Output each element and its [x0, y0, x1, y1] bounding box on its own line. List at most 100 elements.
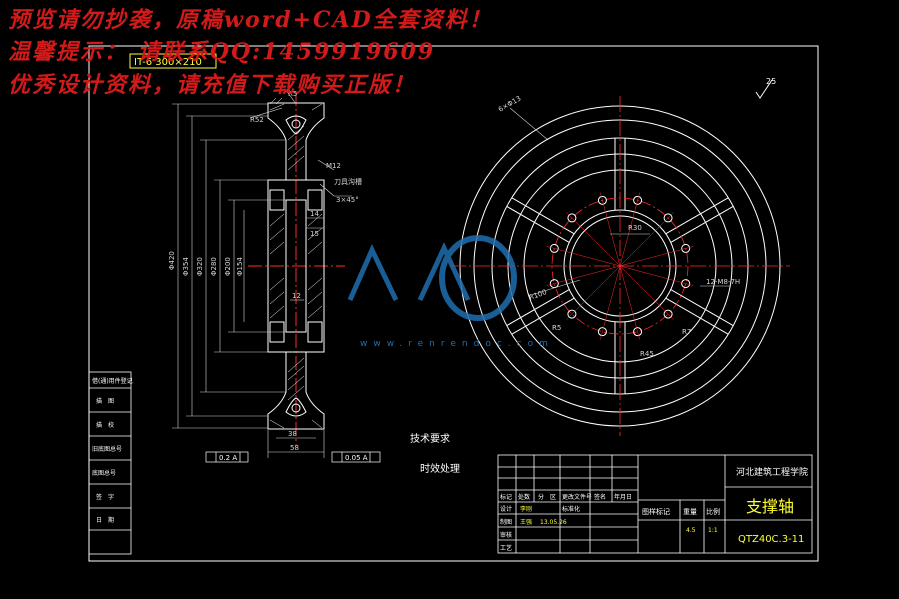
tb-hdr-1: 处数: [518, 493, 530, 501]
tb-school: 河北建筑工程学院: [736, 466, 808, 478]
logo-watermark: [347, 235, 517, 321]
dim-d354: Φ354: [182, 257, 190, 276]
tb-standardization: 标准化: [562, 505, 580, 513]
tech-req-title: 技术要求: [410, 432, 450, 445]
dim-threads: 12-M8-7H: [706, 278, 740, 286]
tech-req-item: 时效处理: [420, 462, 460, 475]
radial-centerline: [546, 246, 621, 267]
bolt-hole: [663, 309, 673, 319]
radial-centerline: [546, 265, 621, 286]
tb-hdr-4: 签名: [594, 493, 606, 501]
dim-d200: Φ200: [224, 257, 232, 276]
dim-m12: M12: [326, 162, 341, 170]
ref-box: [129, 53, 217, 69]
tb-hdr-0: 标记: [500, 493, 512, 501]
tolerance-left: 0.2 A: [219, 454, 237, 462]
radial-centerline: [619, 246, 694, 267]
spoke-edge: [670, 289, 734, 327]
dim-r100: R100: [528, 288, 548, 302]
groove-note: 刀具沟槽: [334, 177, 362, 186]
tb-drawing-no: QTZ40C.3-11: [738, 534, 804, 545]
dim-r5: R5: [288, 90, 297, 98]
rev-row-0: 借(通)用件登记: [92, 377, 133, 385]
tb-part-name: 支撑轴: [746, 497, 794, 516]
title-block: [497, 454, 813, 554]
tb-scale-label: 比例: [706, 507, 720, 516]
dim-r45: R45: [640, 350, 654, 358]
dim-14: 14: [310, 210, 319, 218]
spoke-edge: [511, 197, 575, 235]
dim-d154: Φ154: [236, 257, 244, 276]
rev-row-1: 描 图: [96, 397, 114, 405]
logo-url: www.renrendoc.com: [360, 339, 554, 349]
rev-row-3: 旧底图总号: [92, 445, 122, 453]
dim-58: 58: [290, 444, 299, 452]
bolt-hole: [633, 327, 643, 337]
revision-table: [88, 371, 132, 555]
bolt-hole: [681, 243, 691, 253]
dim-holes: 6×Φ13: [497, 94, 522, 113]
dim-d420: Φ420: [168, 251, 176, 270]
tb-weight: 4.5: [686, 527, 696, 534]
tb-drafter: 王强: [520, 519, 532, 526]
radial-centerline: [619, 212, 674, 267]
dim-r5b: R5: [552, 324, 561, 332]
radial-centerline: [619, 265, 694, 286]
bolt-hole: [681, 279, 691, 289]
dim-12: 12: [292, 292, 301, 300]
radial-centerline: [619, 265, 640, 340]
radial-centerline: [600, 265, 621, 340]
ref-box-text: IT-6 300×210: [134, 57, 202, 68]
rev-row-6: 日 期: [96, 516, 114, 524]
rev-row-2: 描 校: [96, 421, 114, 429]
roughness-symbol: [755, 79, 773, 99]
radial-centerline: [619, 192, 640, 267]
bolt-hole: [567, 309, 577, 319]
tb-weight-label: 重量: [683, 508, 697, 516]
spoke-edge: [511, 297, 575, 335]
tb-row-1: 制图: [500, 518, 512, 526]
tb-row-0: 设计: [500, 505, 512, 513]
tb-hdr-5: 年月日: [614, 493, 632, 501]
tb-date: 13.05.26: [540, 519, 567, 526]
radial-centerline: [600, 192, 621, 267]
radial-centerline: [566, 212, 621, 267]
tb-row-2: 审核: [500, 531, 512, 539]
rev-row-5: 签 字: [96, 493, 114, 501]
tb-hdr-3: 更改文件号: [562, 493, 592, 501]
spoke-edge: [665, 297, 729, 335]
tb-stage: 图样标记: [642, 507, 670, 516]
watermark-line-3: 优秀设计资料，请充值下载购买正版！: [8, 72, 417, 98]
radial-centerline: [566, 265, 621, 320]
dim-d280: Φ280: [210, 257, 218, 276]
rev-row-4: 底图总号: [92, 469, 116, 477]
tb-hdr-2: 分 区: [538, 493, 556, 501]
bolt-hole: [597, 195, 607, 205]
bolt-hole: [597, 327, 607, 337]
bolt-hole: [549, 243, 559, 253]
dim-15: 15: [310, 230, 319, 238]
watermark-line-1: 预览请勿抄袭，原稿word+CAD全套资料！: [8, 7, 493, 33]
front-view: 6×Φ13 12-M8-7H R100 R30 R7 R5 R45: [450, 94, 790, 436]
spoke-edge: [670, 205, 734, 243]
bolt-hole: [567, 213, 577, 223]
dim-r7: R7: [682, 328, 691, 336]
section-view: Φ420 Φ354 Φ320 Φ280 Φ200 Φ154 R52 R5 M12…: [168, 89, 381, 463]
bolt-hole: [663, 213, 673, 223]
watermark-line-2: 温馨提示： 请联系QQ:1459919609: [8, 39, 436, 65]
dim-d320: Φ320: [196, 257, 204, 276]
tb-designer: 李刚: [520, 505, 532, 513]
tolerance-right: 0.05 A: [345, 454, 368, 462]
outer-frame: [88, 45, 819, 562]
dim-38: 38: [288, 430, 297, 438]
spoke-edge: [665, 197, 729, 235]
roughness-value: 25: [766, 77, 776, 86]
tb-scale: 1:1: [708, 527, 718, 534]
radial-centerline: [619, 265, 674, 320]
bolt-hole: [633, 195, 643, 205]
dim-r52: R52: [250, 116, 264, 124]
dim-r30: R30: [628, 224, 642, 232]
tb-row-3: 工艺: [500, 544, 512, 552]
dim-chamfer: 3×45°: [336, 196, 359, 204]
